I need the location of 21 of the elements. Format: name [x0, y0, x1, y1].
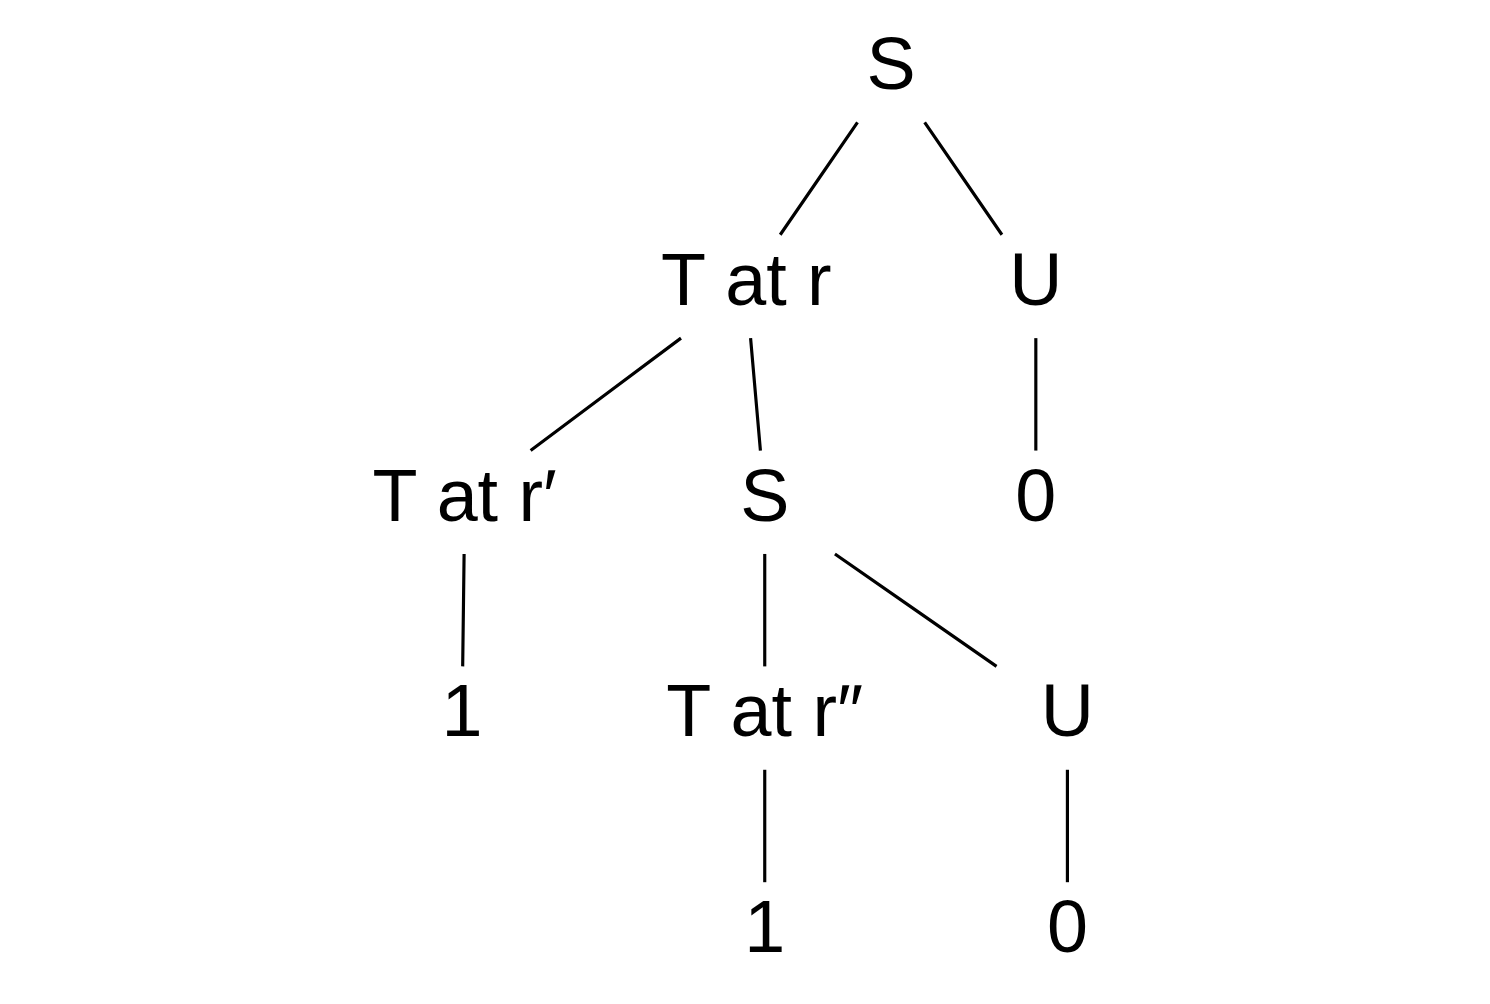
connector [923, 120, 1004, 236]
node-text: S [866, 21, 916, 105]
node-text: U [1040, 668, 1095, 752]
node-text: 1 [744, 884, 786, 968]
connector [1065, 769, 1069, 882]
node-text: 0 [1015, 453, 1057, 537]
node-text: S [740, 453, 790, 537]
node-text: T at r″ [666, 668, 864, 752]
connector [763, 553, 767, 666]
connector [461, 553, 466, 666]
connector [834, 552, 998, 668]
connector [529, 336, 682, 452]
connector [749, 337, 762, 451]
connector [778, 120, 859, 236]
node-text: U [1009, 237, 1063, 321]
connector [763, 769, 767, 882]
node-text: 1 [441, 668, 483, 752]
node-text: 0 [1046, 884, 1088, 968]
node-text: T at r [661, 237, 832, 321]
connector [1034, 337, 1038, 451]
node-text: T at r′ [372, 453, 557, 537]
